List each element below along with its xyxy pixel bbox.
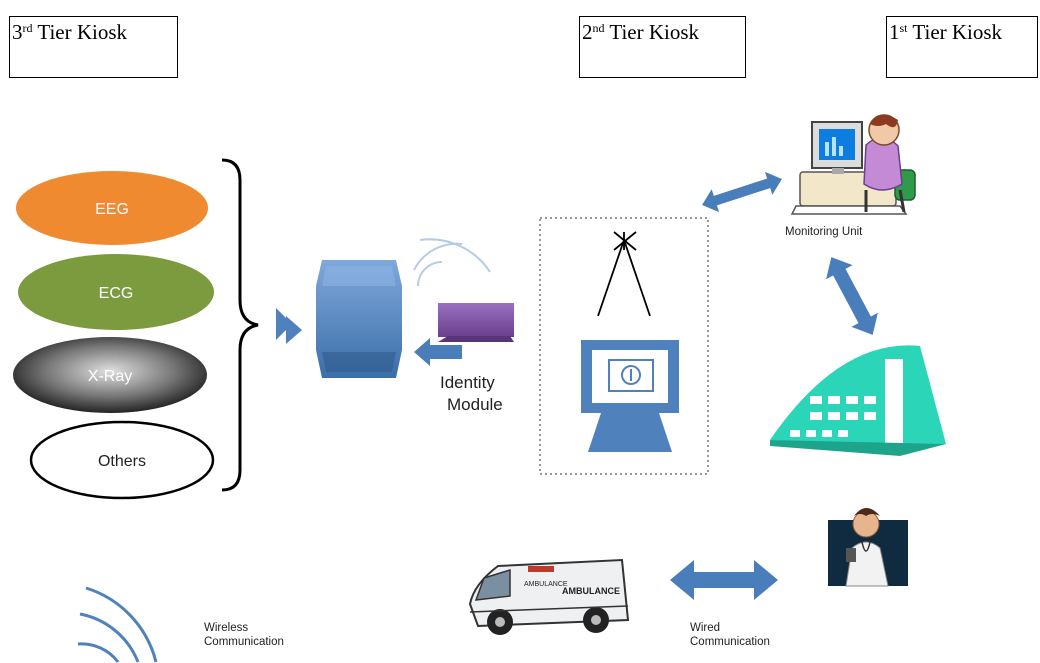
tier-3-number: 3 bbox=[12, 20, 23, 44]
ambulance-doctor-arrow bbox=[670, 560, 778, 600]
doctor-icon bbox=[828, 508, 908, 587]
monitoring-hospital-arrow bbox=[826, 257, 878, 335]
tier-2-suffix: nd bbox=[592, 21, 605, 35]
tier-3-suffix: rd bbox=[22, 21, 33, 35]
monitoring-unit-icon bbox=[790, 114, 916, 215]
tier-2-number: 2 bbox=[582, 20, 593, 44]
hospital-icon bbox=[770, 345, 946, 456]
tier-2-kiosk-label: 2nd Tier Kiosk bbox=[579, 16, 746, 78]
monitoring-unit-label: Monitoring Unit bbox=[785, 226, 863, 238]
wireless-legend-line1: Wireless bbox=[204, 622, 248, 634]
identity-module-label-line2: Module bbox=[447, 395, 503, 414]
wired-legend-line1: Wired bbox=[690, 622, 720, 634]
tier-1-suffix: st bbox=[899, 21, 908, 35]
wearable-device-icon bbox=[316, 260, 402, 378]
xray-label: X-Ray bbox=[88, 368, 132, 385]
second-tier-kiosk-boundary bbox=[539, 217, 709, 475]
ambulance-text-small: AMBULANCE bbox=[524, 581, 568, 588]
tier-1-text: Tier Kiosk bbox=[912, 20, 1003, 44]
eeg-label: EEG bbox=[95, 201, 129, 218]
tier-1-number: 1 bbox=[889, 20, 900, 44]
identity-module-icon bbox=[438, 303, 514, 342]
kiosk-terminal-icon bbox=[581, 340, 679, 452]
bluetooth-icon bbox=[276, 308, 302, 344]
ambulance-text-large: AMBULANCE bbox=[562, 586, 620, 596]
identity-module-label-line1: Identity bbox=[440, 373, 495, 392]
ecg-sensor: ECG bbox=[18, 254, 214, 330]
tier-2-text: Tier Kiosk bbox=[609, 20, 700, 44]
others-sensor: Others bbox=[29, 420, 215, 500]
wireless-legend-icon bbox=[77, 586, 158, 663]
eeg-sensor: EEG bbox=[16, 171, 208, 245]
wireless-legend-line2: Communication bbox=[204, 636, 284, 648]
ambulance-icon: AMBULANCE AMBULANCE bbox=[468, 558, 630, 635]
tier-3-text: Tier Kiosk bbox=[37, 20, 128, 44]
kiosk-monitoring-arrow bbox=[702, 171, 782, 213]
ecg-label: ECG bbox=[99, 285, 134, 302]
identity-to-device-arrow bbox=[414, 338, 462, 366]
tier-3-kiosk-label: 3rd Tier Kiosk bbox=[9, 16, 178, 78]
xray-sensor: X-Ray bbox=[13, 337, 207, 413]
wireless-waves-icon bbox=[413, 238, 491, 287]
others-label: Others bbox=[98, 453, 146, 470]
wired-legend-line2: Communication bbox=[690, 636, 770, 648]
tier-1-kiosk-label: 1st Tier Kiosk bbox=[886, 16, 1038, 78]
grouping-brace bbox=[221, 158, 259, 492]
antenna-tower-icon bbox=[597, 231, 651, 317]
